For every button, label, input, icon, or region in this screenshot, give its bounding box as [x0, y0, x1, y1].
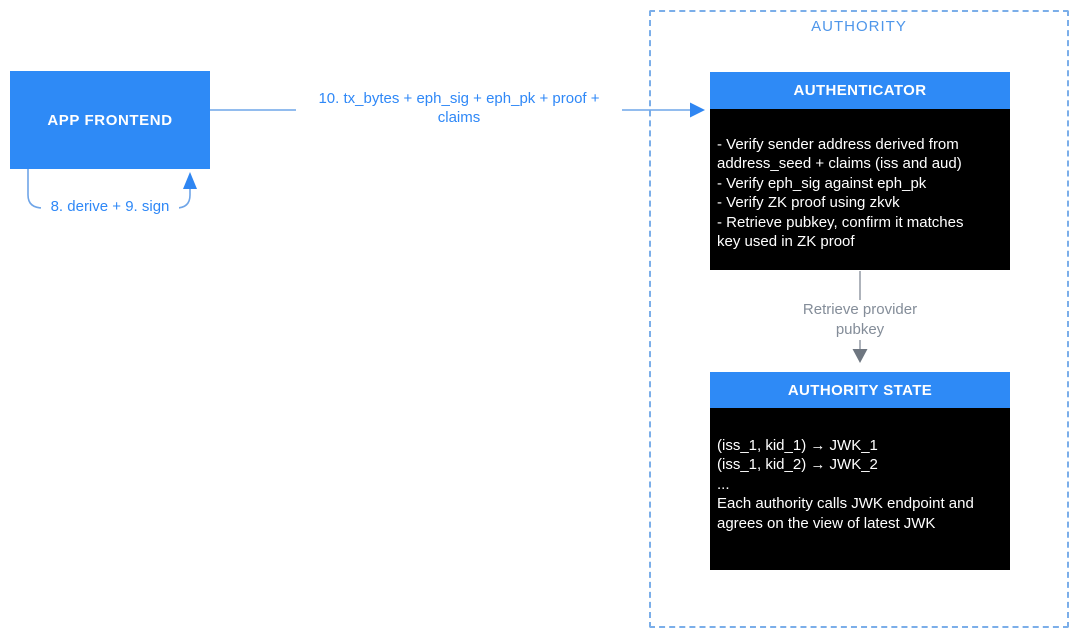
derive-sign-connector-arrowhead — [183, 172, 197, 189]
authority-group-label: AUTHORITY — [811, 18, 907, 35]
authority-state-body: (iss_1, kid_1) → JWK_1 (iss_1, kid_2) → … — [710, 408, 1010, 570]
authenticator-body: - Verify sender address derived from add… — [710, 109, 1010, 270]
derive-sign-connector-label: 8. derive + 9. sign — [41, 197, 179, 216]
app-frontend-node: APP FRONTEND — [10, 71, 210, 169]
authenticator-title: AUTHENTICATOR — [710, 72, 1010, 109]
authority-state-title: AUTHORITY STATE — [710, 372, 1010, 408]
authority-group: AUTHORITY — [649, 10, 1069, 628]
authority-state-node: AUTHORITY STATE (iss_1, kid_1) → JWK_1 (… — [710, 372, 1010, 570]
tx-connector-label: 10. tx_bytes + eph_sig + eph_pk + proof … — [296, 89, 622, 127]
authenticator-node: AUTHENTICATOR - Verify sender address de… — [710, 72, 1010, 270]
app-frontend-label: APP FRONTEND — [47, 111, 173, 129]
retrieve-pubkey-connector-label: Retrieve provider pubkey — [780, 300, 940, 340]
